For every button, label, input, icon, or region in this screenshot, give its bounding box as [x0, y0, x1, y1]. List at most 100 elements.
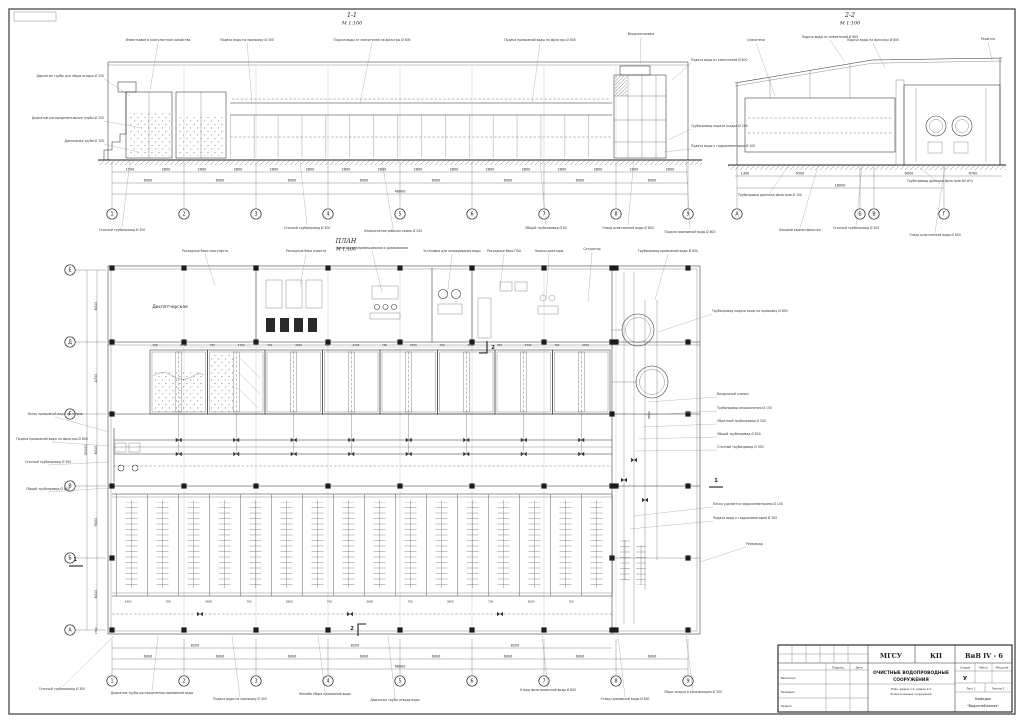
svg-text:4700: 4700	[295, 343, 302, 347]
dim: 1300	[94, 627, 98, 634]
dim: 1300	[741, 172, 750, 176]
callout: Входная камера	[628, 32, 655, 36]
svg-text:А: А	[735, 212, 739, 218]
callout: Дырчатые распределительные трубы Ø 200	[32, 115, 104, 120]
inventory-stamp	[13, 11, 57, 22]
svg-text:700: 700	[152, 343, 157, 347]
callout: Трубопровод опорожнения Ø 150	[716, 405, 772, 410]
svg-text:4700: 4700	[467, 343, 474, 347]
svg-text:700: 700	[210, 343, 215, 347]
svg-text:6000: 6000	[648, 179, 657, 183]
callout: Подача воды от смесителей на фильтры Ø 8…	[333, 37, 410, 42]
svg-text:2600: 2600	[366, 600, 373, 604]
svg-text:Г: Г	[69, 412, 72, 418]
svg-text:1: 1	[110, 212, 113, 218]
dim: 6000	[94, 302, 98, 311]
dim: 6000	[94, 446, 98, 455]
mass-header: Масса	[979, 666, 988, 670]
svg-text:6000: 6000	[216, 655, 225, 659]
svg-text:2: 2	[182, 212, 185, 218]
svg-text:6000: 6000	[288, 179, 297, 183]
svg-text:2: 2	[182, 679, 185, 685]
callout: Трубопровод промывной воды Ø 800	[637, 248, 698, 253]
plan-reagent-rooms: Диспетчерская	[152, 279, 559, 339]
callout: Расходные баки коагулянта	[182, 249, 228, 253]
svg-text:6000: 6000	[216, 179, 225, 183]
callout: Дырчатые трубы для сбора осадка Ø 200	[36, 73, 104, 78]
svg-text:2800: 2800	[162, 168, 171, 172]
svg-text:7: 7	[542, 212, 545, 218]
svg-text:6000: 6000	[648, 655, 657, 659]
role-author: Выполнил	[781, 676, 796, 680]
svg-text:2600: 2600	[447, 600, 454, 604]
svg-text:2600: 2600	[205, 600, 212, 604]
svg-text:4700: 4700	[582, 343, 589, 347]
callout: Сточный трубопровод Ø 300	[717, 444, 764, 449]
cut-mark-1: 1	[73, 557, 77, 563]
svg-text:6000: 6000	[144, 655, 153, 659]
callout: Подача воды к гидроэлеваторам Ø 100	[713, 515, 777, 520]
svg-text:5: 5	[398, 679, 401, 685]
dim-total-left: 30000	[84, 445, 88, 456]
callout: Решетка	[981, 37, 995, 41]
callout: Резервуар	[746, 542, 763, 546]
callout: Воздушный клапан	[717, 392, 749, 396]
plan-callouts: Расходные баки коагулянта Расходные баки…	[16, 246, 787, 702]
svg-text:6000: 6000	[576, 179, 585, 183]
doc-code: ВиВ IV - 6	[965, 652, 1003, 660]
svg-text:2800: 2800	[486, 168, 495, 172]
svg-text:2800: 2800	[378, 168, 387, 172]
section-2-2-callouts: Смесители Подача воды от смесителей Ø 80…	[690, 34, 995, 237]
callout: Опорожнение рабочих камер Ø 200	[364, 228, 422, 233]
svg-text:9: 9	[686, 679, 689, 685]
svg-text:6000: 6000	[504, 655, 513, 659]
callout: Подача воды из смесителей Ø 800	[691, 57, 747, 62]
svg-text:2800: 2800	[234, 168, 243, 172]
dim: 9500	[796, 172, 805, 176]
svg-text:1500: 1500	[126, 168, 135, 172]
section-2-2-scale: М 1:100	[839, 21, 860, 27]
svg-text:6000: 6000	[504, 179, 513, 183]
svg-text:700: 700	[246, 600, 251, 604]
svg-text:6000: 6000	[360, 655, 369, 659]
svg-text:6000: 6000	[432, 655, 441, 659]
svg-text:2800: 2800	[270, 168, 279, 172]
svg-text:6: 6	[470, 212, 473, 218]
plan-title: ПЛАН	[335, 238, 357, 245]
callout: Подача промывной воды на фильтры Ø 800	[16, 436, 88, 441]
doc-subtitle-line2: блока основных сооружений	[891, 692, 932, 696]
svg-text:6000: 6000	[288, 655, 297, 659]
callout: Подача промывной воды Ø 800	[665, 229, 716, 234]
callout: Подача воды от смесителей Ø 800	[802, 34, 859, 39]
svg-text:2600: 2600	[286, 600, 293, 604]
svg-text:6000: 6000	[432, 179, 441, 183]
title-block: Подпись Дата Выполнил Проверил Принял МГ…	[777, 644, 1013, 713]
callout: Общий трубопровод Ø 800	[26, 486, 70, 491]
callout: Трубопровод подачи воды на промывку Ø 80…	[711, 308, 788, 313]
svg-text:4700: 4700	[352, 343, 359, 347]
section-2-2: 2-2 М 1:100 1300 9500 6000 4700 18000 А …	[663, 12, 1006, 237]
axis-bubble-v: В	[868, 208, 880, 220]
callout: Расходные баки извести	[286, 249, 326, 253]
svg-text:Б: Б	[68, 556, 71, 562]
department-line2: "Водоснабжения"	[967, 704, 999, 708]
svg-text:2800: 2800	[342, 168, 351, 172]
section-1-1-leaders	[103, 36, 691, 230]
callout: Сатуратор	[583, 247, 600, 251]
callout: Смесители	[747, 38, 765, 42]
section-2-2-leaders	[663, 39, 993, 234]
callout: Сточный трубопровод Ø 300	[39, 686, 86, 691]
callout: Обратный трубопровод Ø 200	[717, 418, 766, 423]
svg-text:8: 8	[614, 212, 617, 218]
scale-header: Масштаб	[996, 666, 1009, 670]
section-2-2-dimensions: 1300 9500 6000 4700 18000 А Б В Г	[731, 167, 1002, 220]
callout: Отвод фильтрованной воды Ø 800	[520, 687, 576, 692]
stage-value: У	[963, 676, 968, 682]
section-cut-marks: 2 2 1 1	[69, 341, 723, 636]
